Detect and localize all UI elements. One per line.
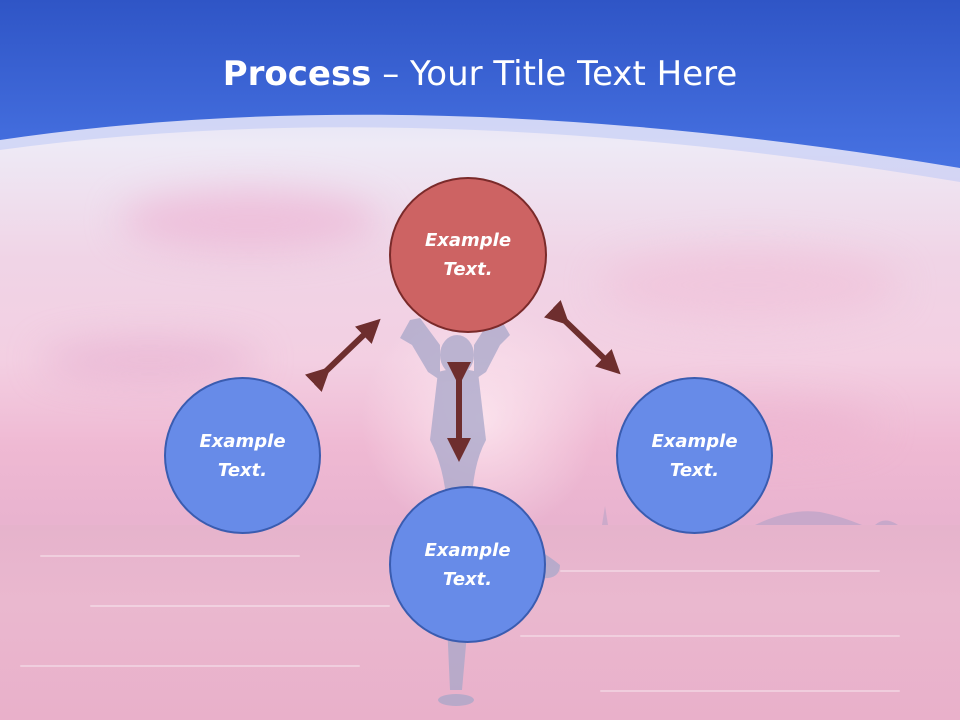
node-bottom[interactable]: Example Text. <box>389 486 546 643</box>
cloud <box>600 250 900 320</box>
wave <box>90 605 390 607</box>
cloud <box>120 190 380 250</box>
node-top-label: Example Text. <box>424 230 512 280</box>
node-top[interactable]: Example Text. <box>389 177 547 333</box>
node-bottom-label: Example Text. <box>424 539 511 590</box>
wave <box>40 555 300 557</box>
wave <box>560 570 880 572</box>
header-band <box>0 0 960 182</box>
slide-title: Process – Your Title Text Here <box>0 52 960 96</box>
cloud <box>40 340 260 380</box>
title-rest: – Your Title Text Here <box>371 54 738 94</box>
double-arrow-right <box>544 300 621 375</box>
wave <box>520 635 900 637</box>
node-left-label: Example Text. <box>199 430 286 481</box>
node-left[interactable]: Example Text. <box>164 377 321 534</box>
node-right-label: Example Text. <box>651 430 738 481</box>
node-right[interactable]: Example Text. <box>616 377 773 534</box>
wave <box>600 690 900 692</box>
title-bold: Process <box>222 54 372 94</box>
wave <box>20 665 360 667</box>
double-arrow-left <box>305 318 381 392</box>
